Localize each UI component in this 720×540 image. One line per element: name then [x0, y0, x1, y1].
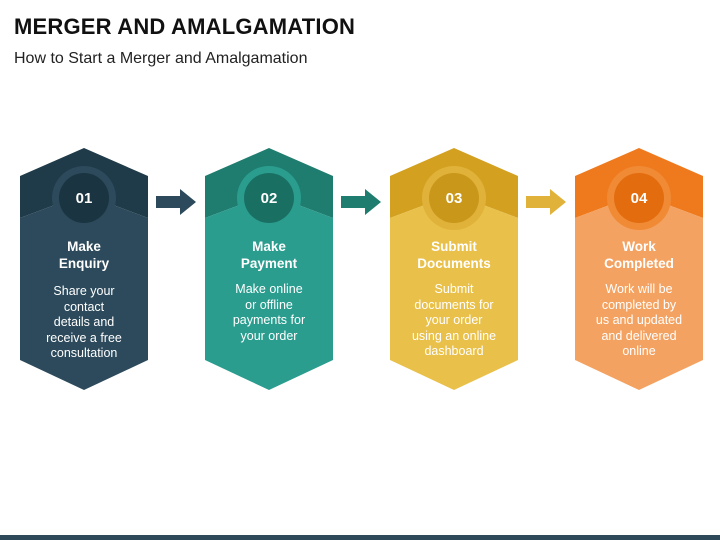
step-body-shape: [390, 194, 518, 390]
step-number: 02: [244, 173, 294, 223]
step-description: Share your contact details and receive a…: [46, 284, 122, 360]
step-heading: Submit Documents: [417, 239, 491, 271]
step-heading: Make Enquiry: [58, 239, 110, 271]
arrow-shape: [341, 189, 381, 215]
footer-bar: [0, 535, 720, 540]
arrow-right-icon: [156, 189, 196, 215]
page-title: MERGER AND AMALGAMATION: [14, 14, 356, 39]
step-heading: Work Completed: [604, 239, 674, 271]
step-description: Work will be completed by us and updated…: [595, 282, 683, 358]
step-body-shape: [205, 194, 333, 390]
arrow-shape: [156, 189, 196, 215]
arrow-shape: [526, 189, 566, 215]
step-body-shape: [20, 194, 148, 390]
step-number: 01: [59, 173, 109, 223]
arrow-right-icon: [341, 189, 381, 215]
step-number: 03: [429, 173, 479, 223]
step-body-shape: [575, 194, 703, 390]
step-description: Make online or offline payments for your…: [232, 282, 306, 343]
arrow-right-icon: [526, 189, 566, 215]
step-description: Submit documents for your order using an…: [411, 282, 497, 358]
step-number: 04: [614, 173, 664, 223]
step-heading: Make Payment: [240, 239, 298, 271]
page-subtitle: How to Start a Merger and Amalgamation: [14, 50, 308, 67]
